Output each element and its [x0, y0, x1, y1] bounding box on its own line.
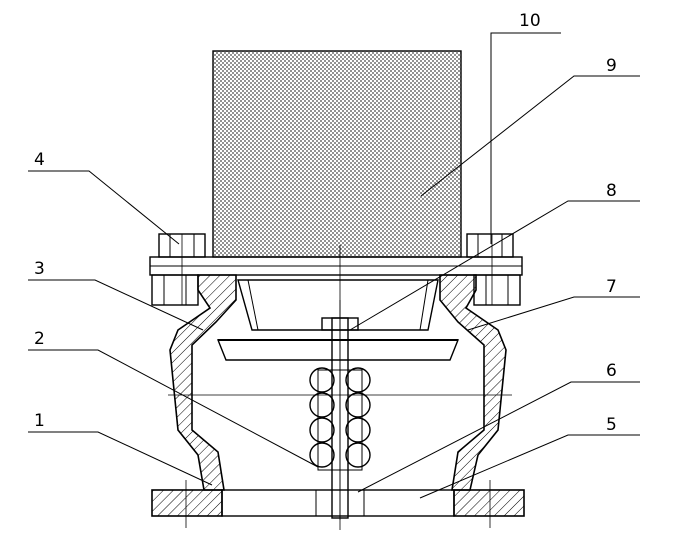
callout-1: 1 — [34, 411, 45, 431]
callout-2: 2 — [34, 329, 45, 349]
body-left-wall — [169, 274, 237, 491]
leader-lines — [28, 32, 640, 499]
valve-disc — [216, 339, 460, 361]
body-right-wall — [439, 274, 507, 491]
bottom-flange — [151, 480, 525, 528]
callout-5: 5 — [606, 415, 617, 435]
top-flange-plate — [149, 256, 523, 276]
callout-7: 7 — [606, 277, 617, 297]
callout-3: 3 — [34, 259, 45, 279]
bolt-right — [466, 233, 521, 306]
callout-4: 4 — [34, 150, 45, 170]
inner-cone — [237, 279, 439, 331]
filter-screen — [212, 50, 462, 258]
callout-8: 8 — [606, 181, 617, 201]
callout-6: 6 — [606, 361, 617, 381]
callout-9: 9 — [606, 56, 617, 76]
callout-10: 10 — [519, 11, 541, 31]
bolt-left — [151, 233, 206, 306]
